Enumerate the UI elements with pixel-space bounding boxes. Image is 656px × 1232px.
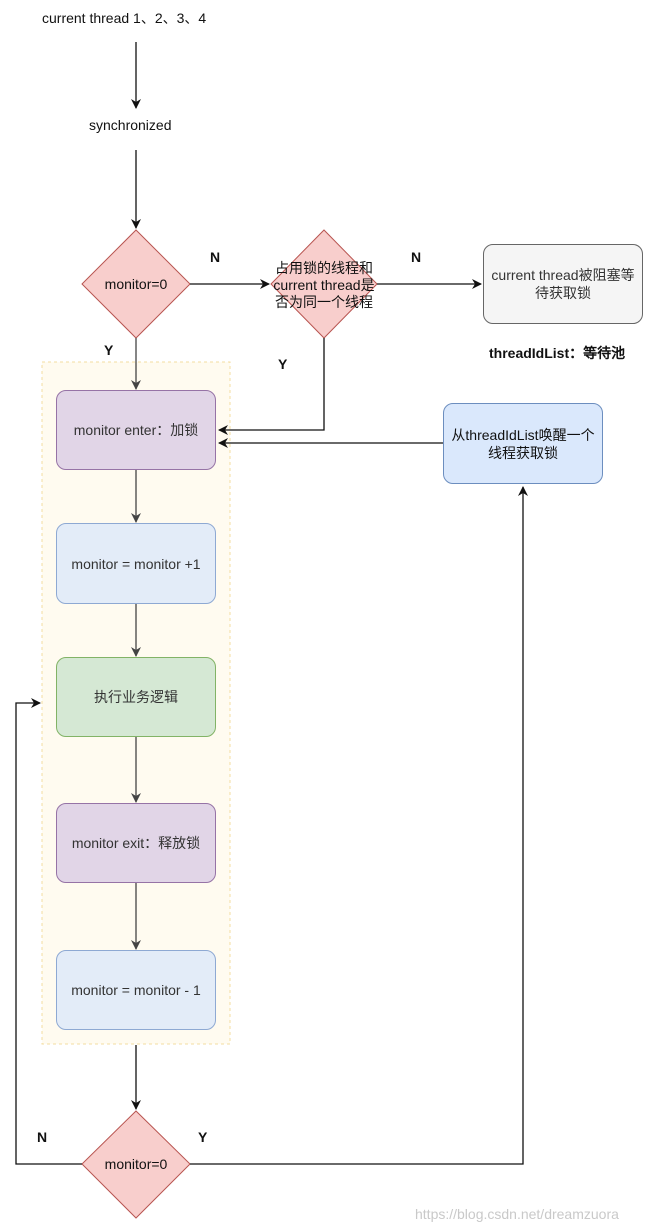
wait-pool-label: threadIdList：等待池 <box>489 345 626 361</box>
blocked-box-label: current thread被阻塞等待获取锁 <box>491 267 635 301</box>
decision-monitor-zero-bottom-label: monitor=0 <box>104 1155 168 1172</box>
wake-thread-box-label: 从threadIdList唤醒一个线程获取锁 <box>451 426 595 461</box>
business-logic-box: 执行业务逻辑 <box>56 657 216 737</box>
monitor-increment-label: monitor = monitor +1 <box>71 555 201 572</box>
edge-label-bottom-yes: Y <box>198 1129 208 1145</box>
edge-label-top-no: N <box>210 249 221 265</box>
edge-bottom-yes <box>190 486 528 1165</box>
monitor-exit-label: monitor exit：释放锁 <box>71 835 201 851</box>
edge-bottom-no <box>15 698 82 1165</box>
monitor-enter-box: monitor enter：加锁 <box>56 390 216 470</box>
monitor-enter-label: monitor enter：加锁 <box>73 422 199 438</box>
decision-monitor-zero-top-label: monitor=0 <box>104 275 168 292</box>
monitor-exit-box: monitor exit：释放锁 <box>56 803 216 883</box>
monitor-decrement-box: monitor = monitor - 1 <box>56 950 216 1030</box>
start-label: current thread 1、2、3、4 <box>42 10 207 26</box>
business-logic-label: 执行业务逻辑 <box>94 689 178 705</box>
edge-label-same-yes: Y <box>278 356 288 372</box>
monitor-increment-box: monitor = monitor +1 <box>56 523 216 604</box>
watermark-text: https://blog.csdn.net/dreamzuora <box>415 1206 619 1222</box>
monitor-decrement-label: monitor = monitor - 1 <box>71 982 201 998</box>
blocked-box: current thread被阻塞等待获取锁 <box>483 244 643 324</box>
edge-label-same-no: N <box>411 249 422 265</box>
edge-label-bottom-no: N <box>37 1129 48 1145</box>
decision-same-thread-label: 占用锁的线程和current thread是否为同一个线程 <box>273 259 375 310</box>
edge-same-yes <box>218 338 325 435</box>
wake-thread-box: 从threadIdList唤醒一个线程获取锁 <box>443 403 603 484</box>
synchronized-label: synchronized <box>89 117 172 133</box>
edge-label-top-yes: Y <box>104 342 114 358</box>
decision-monitor-zero-bottom <box>81 1110 191 1219</box>
